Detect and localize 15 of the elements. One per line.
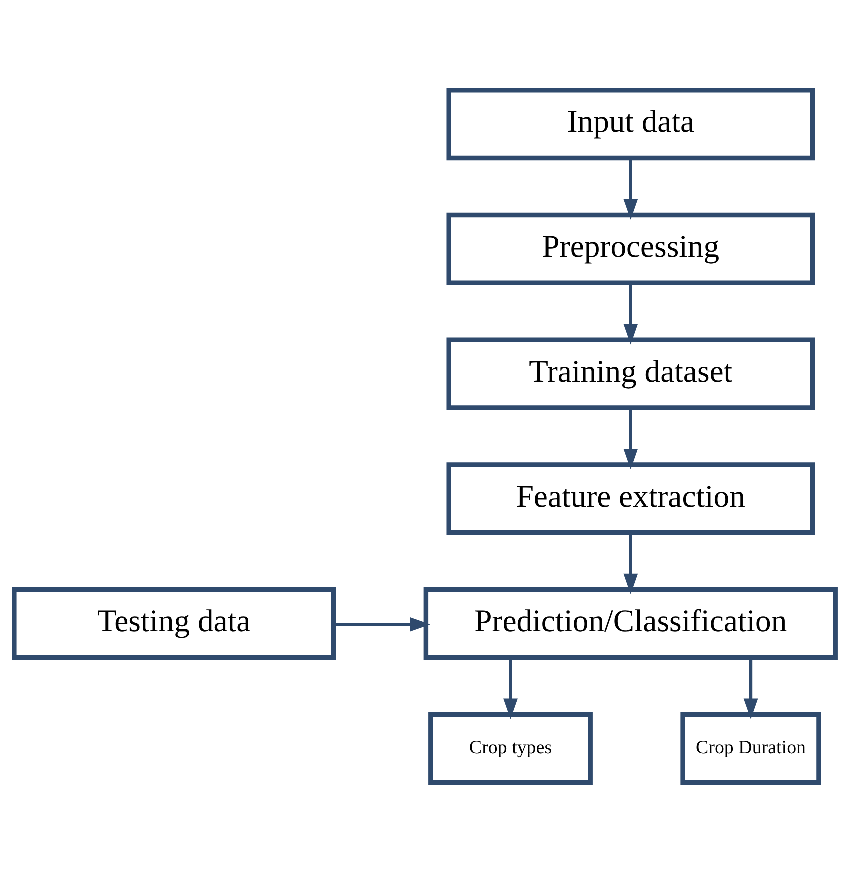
node-box: Testing data	[12, 587, 336, 660]
arrow	[624, 158, 638, 220]
arrow	[504, 658, 518, 720]
node-box: Crop Duration	[680, 712, 822, 786]
arrow	[334, 617, 431, 632]
node-box: Feature extraction	[446, 462, 816, 536]
arrow	[624, 533, 638, 595]
arrow	[624, 283, 638, 345]
node-box: Input data	[446, 88, 816, 161]
node-box: Prediction/Classification	[424, 587, 838, 660]
node-box: Preprocessing	[446, 212, 816, 286]
arrow	[744, 658, 758, 720]
node-box: Training dataset	[446, 338, 816, 410]
node-box: Crop types	[428, 712, 593, 786]
arrow	[624, 408, 638, 470]
